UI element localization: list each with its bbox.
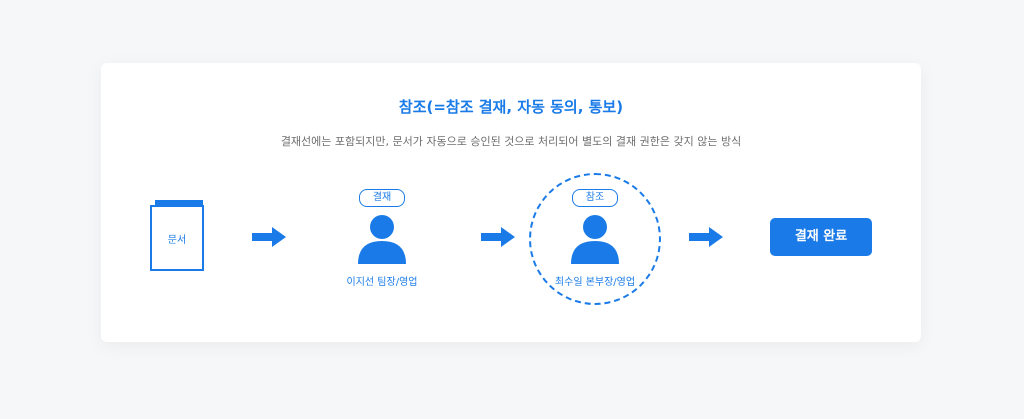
reference-name: 최수일 본부장/영업 [554,277,636,288]
arrow-right-icon [481,227,515,247]
reference-dashed-circle [529,173,661,305]
approver-tag: 결재 [359,189,405,207]
document-label: 문서 [167,234,187,246]
approver-name: 이지선 팀장/영업 [346,277,418,288]
diagram-card: 참조(=참조 결재, 자동 동의, 통보) 결재선에는 포함되지만, 문서가 자… [101,63,921,342]
diagram-title: 참조(=참조 결재, 자동 동의, 통보) [398,98,624,116]
document-icon: 문서 [150,205,204,271]
reference-tag: 참조 [572,189,618,207]
diagram-subtitle: 결재선에는 포함되지만, 문서가 자동으로 승인된 것으로 처리되어 별도의 결… [280,135,742,148]
person-icon [571,215,619,264]
person-icon [358,215,406,264]
arrow-right-icon [689,227,723,247]
approval-complete-button[interactable]: 결재 완료 [770,218,872,256]
arrow-right-icon [252,227,286,247]
